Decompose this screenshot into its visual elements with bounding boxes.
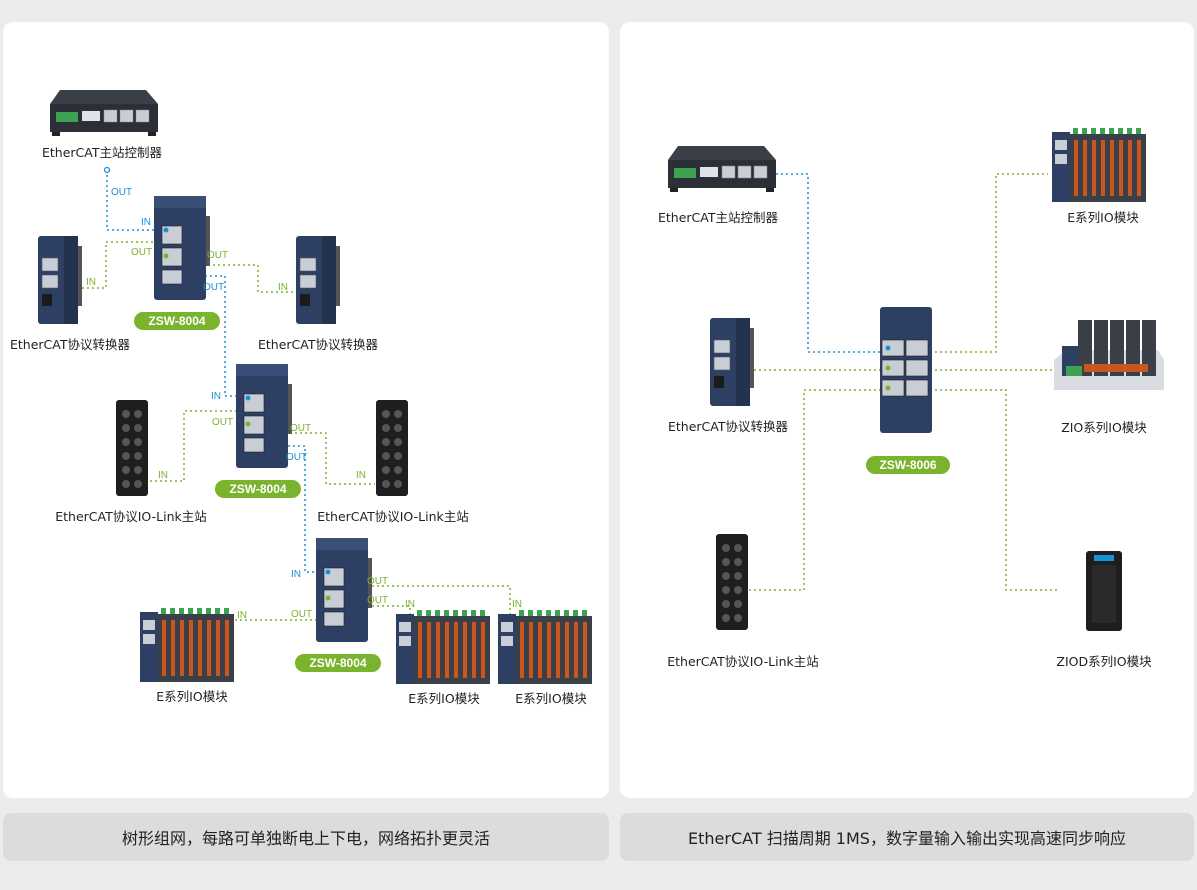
port-in-sw1: IN [141,217,151,228]
port-out-sw1-c: OUT [203,282,224,293]
port-in-conv-b: IN [278,282,288,293]
left-e-io-1 [140,608,234,682]
port-out-sw1-a: OUT [131,247,152,258]
left-e-io-1-label: E系列IO模块 [156,689,228,704]
left-iolink-b-label: EtherCAT协议IO-Link主站 [317,509,468,524]
left-iolink-a-label: EtherCAT协议IO-Link主站 [55,509,206,524]
left-master-label: EtherCAT主站控制器 [42,145,162,160]
switch-badge-1 [134,312,220,330]
switch-badge-3 [295,654,381,672]
left-e-io-3-label: E系列IO模块 [515,691,587,706]
left-converter-a-label: EtherCAT协议转换器 [10,337,130,352]
port-out-sw3-b: OUT [367,595,388,606]
left-e-io-3 [498,610,592,684]
right-switch [880,307,932,433]
port-out-master: OUT [111,187,132,198]
left-e-io-2 [396,610,490,684]
port-in-conv-a: IN [86,277,96,288]
right-caption: EtherCAT 扫描周期 1MS，数字量输入输出实现高速同步响应 [620,813,1194,861]
left-e-io-2-label: E系列IO模块 [408,691,480,706]
right-zio [1054,320,1164,390]
right-master-controller [667,145,777,193]
right-switch-badge-text: ZSW-8006 [879,458,936,472]
switch-badge-1-text: ZSW-8004 [148,314,205,328]
right-zio-label: ZIO系列IO模块 [1061,420,1147,435]
left-converter-b-label: EtherCAT协议转换器 [258,337,378,352]
left-iolink-a [116,400,148,496]
port-in-iolink-a: IN [158,470,168,481]
port-out-sw2-c: OUT [286,452,307,463]
switch-badge-2 [215,480,301,498]
port-in-eio-1: IN [237,610,247,621]
right-converter-label: EtherCAT协议转换器 [668,419,788,434]
left-caption: 树形组网，每路可单独断电上下电，网络拓扑更灵活 [3,813,609,861]
port-in-eio-3: IN [512,599,522,610]
right-master-label: EtherCAT主站控制器 [658,210,778,225]
switch-badge-2-text: ZSW-8004 [229,482,286,496]
right-iolink [716,534,748,630]
left-iolink-b [376,400,408,496]
left-converter-b [295,235,341,325]
port-out-sw1-b: OUT [207,250,228,261]
port-out-sw2-a: OUT [212,417,233,428]
port-in-eio-2: IN [405,599,415,610]
port-out-sw2-b: OUT [290,423,311,434]
right-switch-badge [866,456,950,474]
right-ziod [1086,551,1122,631]
right-converter [709,317,755,407]
right-e-io-label: E系列IO模块 [1067,210,1139,225]
left-switch-3 [315,537,373,643]
left-master-controller [49,89,159,174]
port-in-sw2: IN [211,391,221,402]
port-out-sw3-c: OUT [291,609,312,620]
switch-badge-3-text: ZSW-8004 [309,656,366,670]
left-converter-a [37,235,83,325]
right-iolink-label: EtherCAT协议IO-Link主站 [667,654,818,669]
right-e-io [1052,128,1146,202]
port-in-iolink-b: IN [356,470,366,481]
left-switch-1 [153,195,211,301]
left-switch-2 [235,363,293,469]
port-out-sw3-a: OUT [367,576,388,587]
right-ziod-label: ZIOD系列IO模块 [1056,654,1152,669]
port-in-sw3: IN [291,569,301,580]
right-links [748,173,1058,591]
